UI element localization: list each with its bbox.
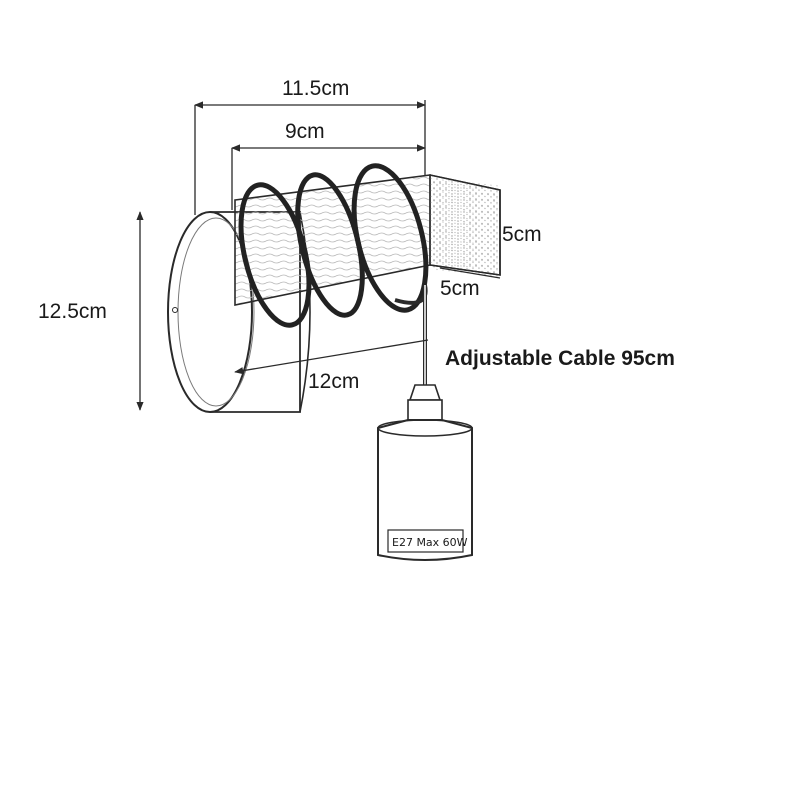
socket-rating-label: E27 Max 60W [392,536,468,549]
bulb-socket: E27 Max 60W [377,384,473,561]
cable-callout: Adjustable Cable 95cm [445,347,675,370]
dim-overall-height: 12.5cm [38,211,144,411]
wall-base-plate [167,211,311,413]
base-diameter-label: 12cm [308,370,359,393]
dim-beam-height: 5cm [499,190,542,275]
dim-base-diameter: 12cm [234,339,429,393]
overall-width-label: 11.5cm [282,77,349,100]
dim-beam-length: 9cm [231,120,426,210]
beam-length-label: 9cm [285,120,325,143]
beam-height-label: 5cm [502,223,542,246]
spiral-coils [238,163,429,328]
cable-length-label: Adjustable Cable 95cm [445,347,675,370]
wooden-beam [234,174,501,306]
dim-overall-width: 11.5cm [194,77,426,215]
beam-width-label: 5cm [440,277,480,300]
dim-beam-width: 5cm [439,267,501,300]
overall-height-label: 12.5cm [38,300,107,323]
